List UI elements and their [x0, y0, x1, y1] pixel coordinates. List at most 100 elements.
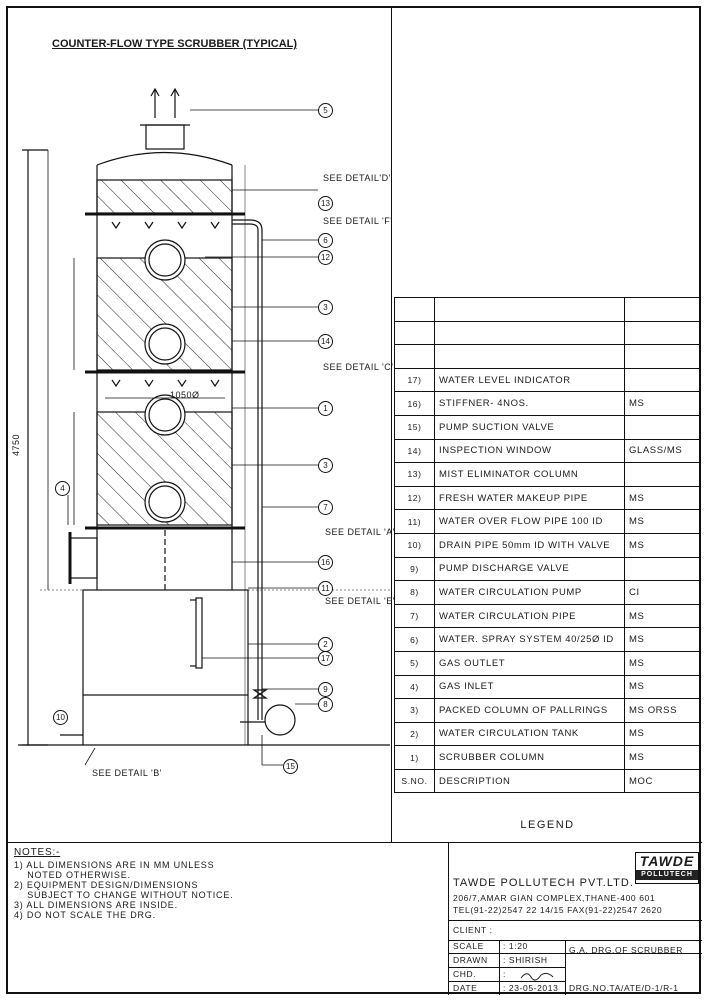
legend-cell-moc: MS [624, 603, 701, 629]
client-label: CLIENT : [453, 925, 493, 935]
title-block: TAWDE POLLUTECH PVT.LTD. 206/7,AMAR GIAN… [448, 842, 702, 995]
detail-a-label: SEE DETAIL 'A' [325, 527, 395, 537]
legend-row: 9)PUMP DISCHARGE VALVE [394, 556, 701, 582]
note-line: 1) ALL DIMENSIONS ARE IN MM UNLESS [14, 860, 215, 870]
legend-cell-moc: MS [624, 532, 701, 558]
legend-cell-moc [624, 462, 701, 487]
callout-15: 15 [283, 759, 298, 774]
callout-1: 1 [318, 401, 333, 416]
title-block-divider [565, 940, 566, 995]
title-block-company-row: TAWDE POLLUTECH PVT.LTD. 206/7,AMAR GIAN… [449, 843, 702, 921]
legend-cell-moc: MS [624, 745, 701, 770]
legend-cell-desc: STIFFNER- 4NOS. [434, 391, 625, 416]
legend-header-no: S.NO. [394, 768, 435, 794]
title-block-date-row: DATE : 23-05-2013 [449, 982, 565, 995]
legend-cell-moc: MS [624, 485, 701, 511]
detail-f-label: SEE DETAIL 'F' [323, 216, 393, 226]
legend-row: 15)PUMP SUCTION VALVE [394, 414, 701, 440]
note-line: NOTED OTHERWISE. [14, 870, 131, 880]
drawn-value: : SHIRISH [503, 955, 548, 965]
company-name: TAWDE POLLUTECH PVT.LTD. [453, 877, 634, 889]
legend-blank-row [394, 297, 701, 322]
company-tel: TEL(91-22)2547 22 14/15 FAX(91-22)2547 2… [453, 905, 663, 915]
callout-17: 17 [318, 651, 333, 666]
legend-cell-moc: GLASS/MS [624, 438, 701, 464]
callout-13: 13 [318, 196, 333, 211]
legend-row: 17)WATER LEVEL INDICATOR [394, 367, 701, 393]
detail-c-label: SEE DETAIL 'C' [323, 362, 394, 372]
legend-cell-moc: MS [624, 650, 701, 676]
diameter-dimension: 1050Ø [170, 390, 200, 400]
checked-value: : [503, 969, 506, 979]
legend-cell-no: 12) [394, 485, 435, 511]
drawing-number: DRG.NO.TA/ATE/D-1/R-1 [569, 983, 679, 993]
company-logo: TAWDE POLLUTECH [635, 852, 699, 884]
detail-b-label: SEE DETAIL 'B' [92, 768, 162, 778]
drawing-title: COUNTER-FLOW TYPE SCRUBBER (TYPICAL) [52, 38, 298, 50]
logo-sub: POLLUTECH [636, 870, 698, 880]
legend-cell-desc: WATER CIRCULATION PUMP [434, 580, 625, 605]
callout-5: 5 [318, 103, 333, 118]
legend-cell-desc: WATER. SPRAY SYSTEM 40/25Ø ID [434, 627, 625, 652]
date-value: : 23-05-2013 [503, 983, 559, 993]
legend-cell-desc: WATER CIRCULATION TANK [434, 721, 625, 747]
note-line: 4) DO NOT SCALE THE DRG. [14, 910, 156, 920]
legend-cell-no: 7) [394, 603, 435, 629]
title-block-drawn-row: DRAWN : SHIRISH [449, 954, 565, 968]
legend-cell-no: 9) [394, 556, 435, 582]
legend-cell-desc: MIST ELIMINATOR COLUMN [434, 462, 625, 487]
height-dimension: 4750 [11, 433, 22, 457]
detail-e-label: SEE DETAIL 'E' [325, 596, 395, 606]
legend-cell-no: 15) [394, 414, 435, 440]
legend-cell-desc: WATER LEVEL INDICATOR [434, 367, 625, 393]
legend-cell-desc: WATER CIRCULATION PIPE [434, 603, 625, 629]
title-block-chd-row: CHD. : [449, 968, 565, 982]
legend-cell-moc: MS [624, 627, 701, 652]
legend-cell-moc: MS [624, 391, 701, 416]
title-block-scale-row: SCALE : 1:20 [449, 940, 702, 954]
callout-9: 9 [318, 682, 333, 697]
legend-cell-no: 6) [394, 627, 435, 652]
legend-cell-moc [624, 367, 701, 393]
callout-14: 14 [318, 334, 333, 349]
legend-blank-row [394, 344, 701, 369]
legend-cell-no: 2) [394, 721, 435, 747]
legend-cell-no: 8) [394, 580, 435, 605]
note-line: SUBJECT TO CHANGE WITHOUT NOTICE. [14, 890, 234, 900]
callout-16: 16 [318, 555, 333, 570]
legend-header-moc: MOC [624, 768, 701, 794]
callout-10: 10 [53, 710, 68, 725]
legend-cell-desc: PUMP DISCHARGE VALVE [434, 556, 625, 582]
legend-cell-desc: DRAIN PIPE 50mm ID WITH VALVE [434, 532, 625, 558]
legend-cell-moc [624, 414, 701, 440]
sheet-divider [391, 6, 392, 842]
scale-value: : 1:20 [503, 941, 528, 951]
legend-cell-no: 13) [394, 462, 435, 487]
notes-block: NOTES:- 1) ALL DIMENSIONS ARE IN MM UNLE… [14, 847, 234, 921]
legend-cell-no: 16) [394, 391, 435, 416]
legend-cell-no: 17) [394, 367, 435, 393]
legend-title: LEGEND [520, 819, 575, 831]
note-line: 3) ALL DIMENSIONS ARE INSIDE. [14, 900, 178, 910]
notes-heading: NOTES:- [14, 847, 61, 858]
legend-cell-no: 3) [394, 698, 435, 723]
callout-6: 6 [318, 233, 333, 248]
detail-d-label: SEE DETAIL'D' [323, 173, 391, 183]
legend-cell-no: 1) [394, 745, 435, 770]
callout-11: 11 [318, 581, 333, 596]
callout-2: 2 [318, 637, 333, 652]
legend-cell-no: 14) [394, 438, 435, 464]
scale-label: SCALE [453, 941, 484, 951]
checker-signature [520, 972, 554, 981]
